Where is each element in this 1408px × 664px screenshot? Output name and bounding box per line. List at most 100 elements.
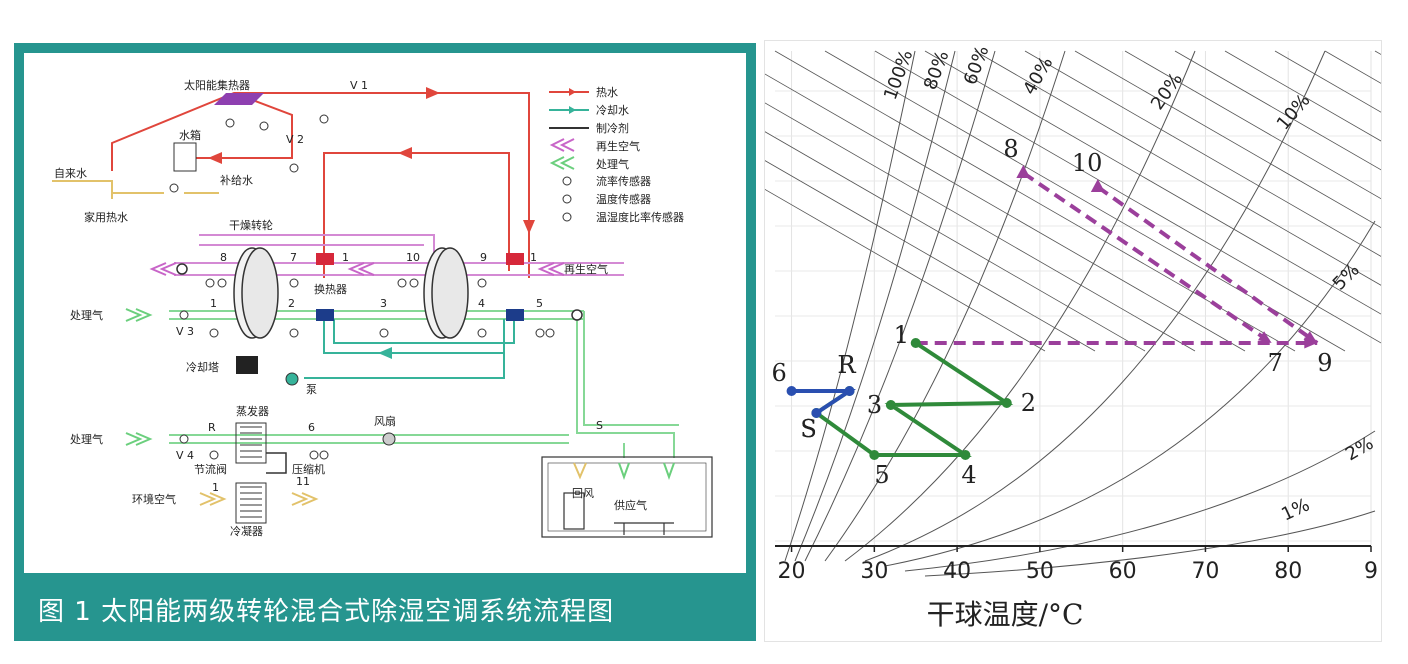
point-marker [910,338,921,348]
rh-label: 5% [1329,259,1364,294]
cooling-tower-box [236,356,258,374]
state-q2: 2 [288,297,295,310]
point-label-1: R [838,351,857,379]
label-pump: 泵 [306,383,317,396]
cooling-coil-1 [316,309,334,321]
point-label-1: 1 [894,321,909,349]
point-label-1: 2 [1021,389,1036,417]
legend-refrigerant: 制冷剂 [596,121,629,135]
dashed-process-line [1022,171,1273,345]
fan-small-symbol [176,263,188,275]
label-process-air-1: 处理气 [70,308,103,322]
point-label-2: R [838,351,857,379]
label-throttle: 节流阀 [194,462,227,476]
legend-graphics [549,88,589,222]
enthalpy-line [924,50,1381,315]
legend-regen-air: 再生空气 [596,139,640,153]
state-8: 8 [220,251,227,264]
x-axis-title: 干球温度/°C [926,598,1084,631]
enthalpy-line [765,131,1146,352]
enthalpy-line [824,50,1346,352]
enthalpy-line [1374,50,1381,55]
state-9: 9 [480,251,487,264]
cooling-coil-2 [506,309,524,321]
flowchart-figure: 太阳能集热器 水箱 自来水 补给水 家用热水 干燥转轮 换热器 再生空气 处理气… [14,43,756,641]
legend-process-air: 处理气 [596,157,629,171]
x-tick-label: 80 [1274,559,1302,584]
point-marker [844,386,855,396]
evaporator-coil [235,422,267,464]
point-label-2: 6 [772,359,787,387]
system-schematic: 太阳能集热器 水箱 自来水 补给水 家用热水 干燥转轮 换热器 再生空气 处理气… [52,78,713,538]
tap-water-piping [52,180,219,199]
legend-cooling-water: 冷却水 [596,104,629,117]
state-1-regen-b: 1 [530,251,537,264]
label-cooling-tower: 冷却塔 [186,361,219,374]
rh-label: 60% [960,43,993,88]
fan-symbol [382,432,396,446]
refrigerant-loop [266,452,287,474]
x-tick-label: 30 [860,559,888,584]
solar-collector-panel [214,93,264,105]
rh-curve [794,50,956,562]
process-air-chevrons [125,308,675,480]
point-marker [1090,179,1105,192]
water-tank-box [173,142,197,172]
label-water-tank: 水箱 [179,128,201,142]
legend: 热水 冷却水 制冷剂 再生空气 处理气 流率传感器 温度传感器 温湿度比率传感器 [596,86,684,224]
label-compressor: 压缩机 [292,462,325,476]
state-q1: 1 [210,297,217,310]
legend-temp-sensor: 温度传感器 [596,192,651,206]
sensors [169,114,555,460]
label-desiccant-wheel: 干燥转轮 [229,218,273,232]
label-regen-air: 再生空气 [564,262,608,276]
state-1-regen-a: 1 [342,251,349,264]
legend-humidity-sensor: 温湿度比率传感器 [596,210,684,224]
dashed-process-line [1096,185,1319,345]
flowchart-canvas: 太阳能集热器 水箱 自来水 补给水 家用热水 干燥转轮 换热器 再生空气 处理气… [24,53,746,573]
label-valve-v1: V 1 [350,79,368,92]
rh-curve [784,50,916,562]
rh-curve [804,50,996,562]
point-label-2: S [800,415,816,443]
state-r: R [208,421,216,434]
condenser-coil [235,482,267,524]
state-q3: 3 [380,297,387,310]
label-domestic-hot-water: 家用热水 [84,210,128,224]
heat-exchanger-2 [506,253,524,265]
label-condenser: 冷凝器 [230,524,263,538]
label-valve-v2: V 2 [286,133,304,146]
label-makeup-water: 补给水 [220,174,253,187]
point-marker [1001,398,1012,408]
x-tick-label: 70 [1191,559,1219,584]
conditioned-room [541,456,713,538]
state-7: 7 [290,251,297,264]
ambient-air-chevrons [199,462,587,506]
point-marker [811,408,822,418]
state-s: S [596,419,603,432]
heat-exchanger-1 [316,253,334,265]
point-marker [1016,165,1031,178]
label-evaporator: 蒸发器 [236,404,269,418]
x-tick-label: 9 [1364,559,1378,584]
enthalpy-line [765,102,1196,352]
figure-caption: 图 1 太阳能两级转轮混合式除湿空调系统流程图 [38,597,615,627]
label-fan: 风扇 [374,414,396,428]
enthalpy-line [1124,50,1381,200]
rh-label: 1% [1278,494,1313,525]
label-process-air-2: 处理气 [70,432,103,446]
enthalpy-line [1074,50,1381,229]
point-marker [885,400,896,410]
enthalpy-line [974,50,1381,286]
regen-air-chevrons [149,262,565,276]
point-label-0: 1 [894,321,909,349]
enthalpy-line [1174,50,1381,171]
rh-curve [864,50,1326,562]
rh-curve [904,430,1376,572]
enthalpy-line [774,50,1296,352]
rh-curve [844,50,1196,562]
pump-symbol [285,372,299,386]
x-tick-label: 50 [1026,559,1054,584]
point-marker [869,450,880,460]
